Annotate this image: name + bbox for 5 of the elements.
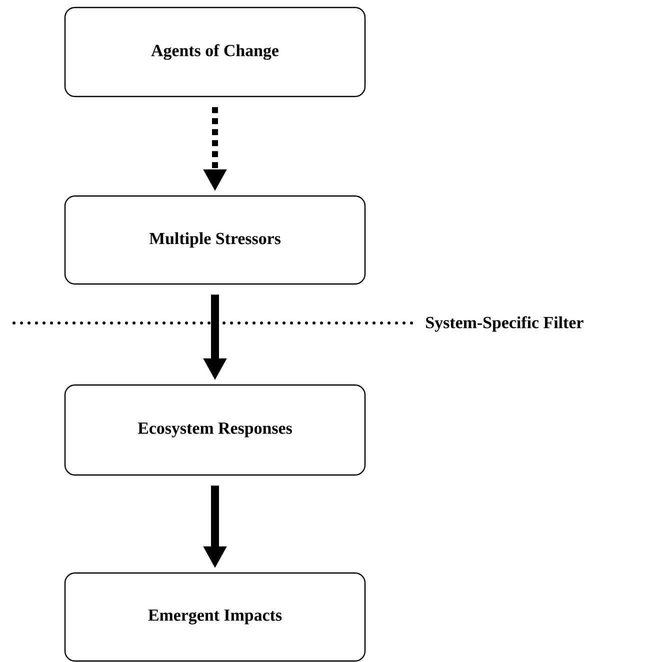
- process-box: Ecosystem Responses: [64, 384, 366, 476]
- filter-label: System-Specific Filter: [426, 316, 584, 332]
- process-box: Emergent Impacts: [64, 572, 366, 662]
- process-box: Agents of Change: [64, 6, 366, 98]
- process-box: Multiple Stressors: [64, 195, 366, 285]
